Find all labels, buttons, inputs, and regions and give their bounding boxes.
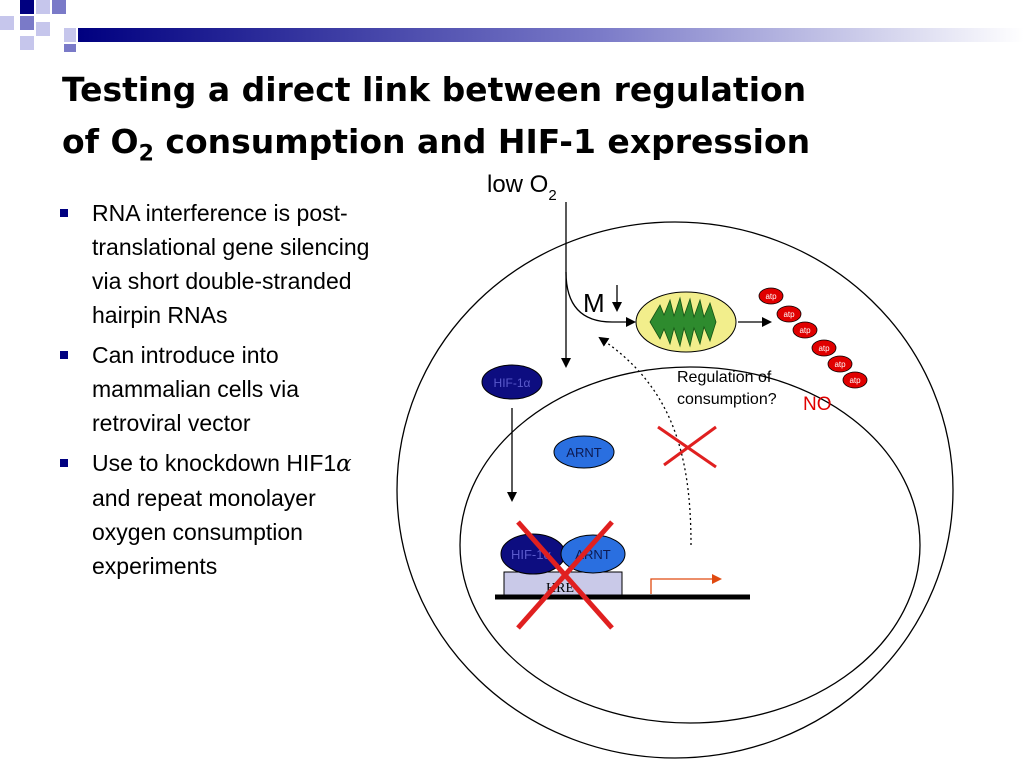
svg-text:atp: atp [799,326,811,335]
svg-text:atp: atp [834,360,846,369]
atp-molecule: atp [812,340,836,356]
atp-molecule: atp [793,322,817,338]
regulation-label: Regulation of [677,369,772,386]
mitochondrion-icon [636,292,736,352]
low-o2-label: low O2 [487,171,557,204]
atp-molecule: atp [828,356,852,372]
atp-chain: atp atp atp atp atp atp [759,288,867,388]
no-label: NO [803,394,832,415]
svg-text:atp: atp [783,310,795,319]
promoter-arrow-icon [651,579,720,594]
svg-text:ARNT: ARNT [566,445,601,460]
hif-1a-protein: HIF-1α [482,365,542,399]
svg-text:HIF-1α: HIF-1α [494,376,531,390]
regulation-label: consumption? [677,391,777,408]
atp-molecule: atp [843,372,867,388]
atp-molecule: atp [777,306,801,322]
svg-text:atp: atp [765,292,777,301]
atp-molecule: atp [759,288,783,304]
small-red-x-icon [658,427,716,467]
hif-arnt-complex: HIF-1α ARNT [501,534,625,574]
svg-text:atp: atp [849,376,861,385]
arnt-protein: ARNT [554,436,614,468]
svg-text:atp: atp [818,344,830,353]
m-label: M [583,288,605,318]
